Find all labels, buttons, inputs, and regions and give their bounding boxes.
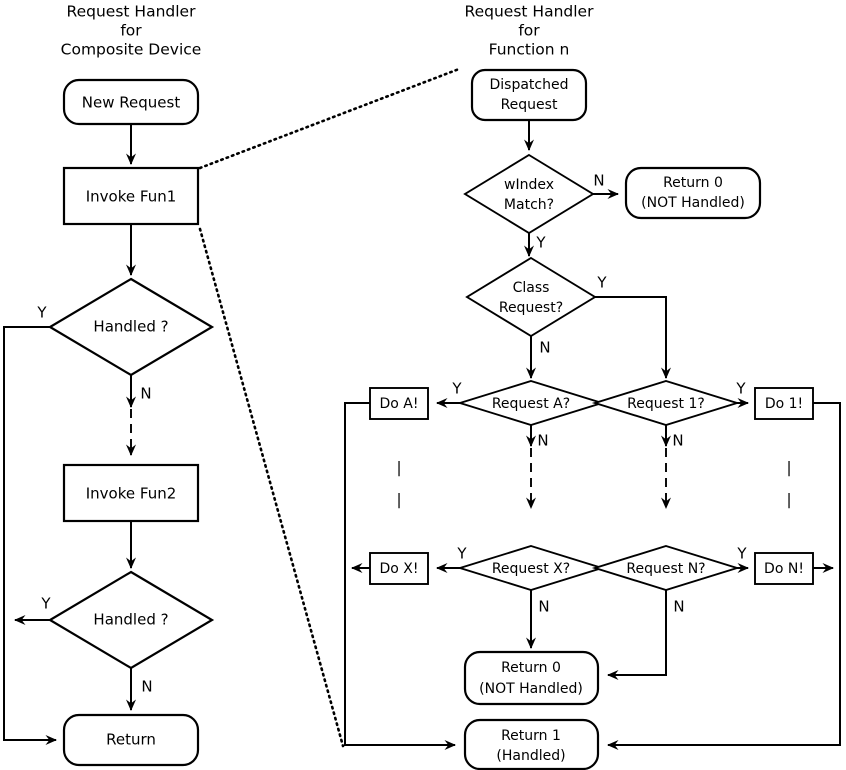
node-return1-line2: (Handled): [496, 748, 565, 764]
edge-reqn-no-to-return0: [607, 590, 667, 680]
edge-label-handled1-yes: Y: [36, 304, 47, 322]
left-title: Request Handler for Composite Device: [61, 3, 202, 59]
node-windex-match[interactable]: [463, 153, 595, 235]
edge-label-windex-no: N: [593, 172, 604, 190]
right-title-line1: Request Handler: [465, 3, 595, 21]
node-request-1-label: Request 1?: [627, 396, 705, 412]
ellipsis-left-2: |: [396, 491, 401, 509]
node-do-a-label: Do A!: [380, 396, 419, 412]
edge-label-req1-no: N: [672, 432, 683, 450]
node-do-x-label: Do X!: [380, 561, 419, 577]
ellipsis-left-1: |: [396, 459, 401, 477]
edge-label-class-yes: Y: [596, 274, 607, 292]
node-do-n[interactable]: [754, 552, 814, 585]
node-class-request[interactable]: [465, 256, 597, 338]
edge-label-reqx-no: N: [538, 598, 549, 616]
node-invoke-fun1-label: Invoke Fun1: [86, 188, 177, 206]
edge-label-req1-yes: Y: [735, 380, 746, 398]
node-class-request-line1: Class: [513, 280, 550, 296]
node-request-n-label: Request N?: [626, 561, 705, 577]
node-return0-top[interactable]: [624, 166, 762, 220]
ellipsis-right-1: |: [786, 459, 791, 477]
edge-doa-to-return1: [344, 402, 456, 751]
node-return0-top-line2: (NOT Handled): [641, 195, 745, 211]
right-title-line2: for: [518, 22, 540, 40]
left-title-line3: Composite Device: [61, 41, 202, 59]
node-request-x-label: Request X?: [492, 561, 570, 577]
node-invoke-fun2-label: Invoke Fun2: [86, 485, 177, 503]
node-return1[interactable]: [463, 718, 600, 770]
node-return1-line1: Return 1: [501, 728, 561, 744]
node-return0-bottom-line2: (NOT Handled): [479, 681, 583, 697]
node-return[interactable]: [62, 713, 200, 767]
edge-do1-to-return1: [607, 402, 841, 750]
edge-label-reqn-yes: Y: [736, 545, 747, 563]
node-do-x[interactable]: [369, 552, 429, 585]
node-invoke-fun1[interactable]: [62, 166, 200, 226]
left-title-line1: Request Handler: [67, 3, 197, 21]
node-return0-top-line1: Return 0: [663, 175, 723, 191]
node-do-a[interactable]: [369, 387, 429, 420]
edge-label-handled1-no: N: [140, 385, 151, 403]
node-request-a-label: Request A?: [492, 396, 570, 412]
edge-label-reqa-no: N: [537, 432, 548, 450]
node-return0-bottom[interactable]: [463, 650, 600, 706]
edge-label-handled2-yes: Y: [40, 595, 51, 613]
expansion-connector-top: [198, 67, 461, 170]
right-title: Request Handler for Function n: [465, 3, 595, 59]
ellipsis-right-2: |: [786, 491, 791, 509]
edge-label-windex-yes: Y: [535, 234, 546, 252]
edge-handled1-yes-to-return: [3, 326, 57, 746]
edge-class-yes-to-request1: [595, 296, 671, 379]
expansion-connector-bottom: [198, 227, 345, 748]
node-return0-bottom-line1: Return 0: [501, 660, 561, 676]
edge-label-class-no: N: [539, 339, 550, 357]
node-do-n-label: Do N!: [764, 561, 804, 577]
node-do-1-label: Do 1!: [765, 396, 803, 412]
edge-label-reqa-yes: Y: [451, 380, 462, 398]
node-return-label: Return: [106, 731, 156, 749]
node-handled-1-label: Handled ?: [93, 318, 168, 336]
node-dispatched-request-line1: Dispatched: [490, 77, 569, 93]
node-handled-2-label: Handled ?: [93, 611, 168, 629]
edge-label-reqx-yes: Y: [456, 545, 467, 563]
node-windex-match-line2: Match?: [504, 197, 554, 213]
node-new-request-label: New Request: [82, 94, 181, 112]
edge-label-handled2-no: N: [141, 678, 152, 696]
node-class-request-line2: Request?: [499, 300, 563, 316]
right-title-line3: Function n: [489, 41, 570, 59]
node-windex-match-line1: wIndex: [504, 177, 554, 193]
left-title-line2: for: [120, 22, 142, 40]
edge-label-reqn-no: N: [673, 598, 684, 616]
node-dispatched-request-line2: Request: [501, 97, 558, 113]
